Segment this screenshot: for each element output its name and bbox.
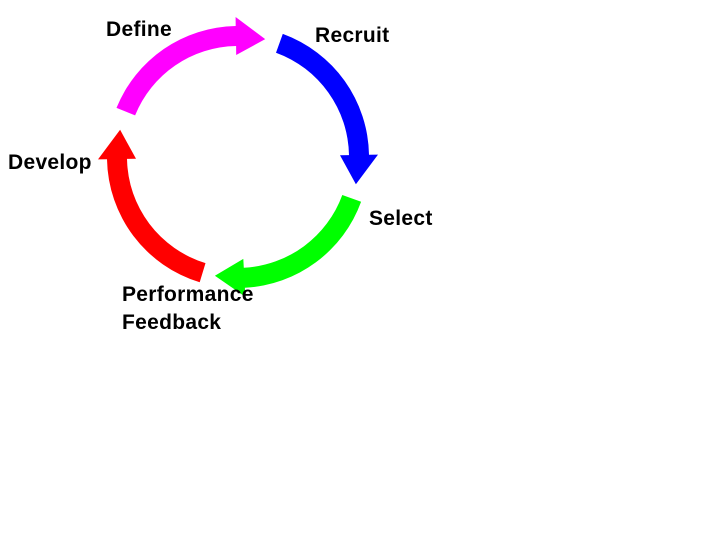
- arrow-feedback-to-develop: [98, 129, 206, 283]
- label-performance: Performance: [122, 283, 254, 306]
- label-performance-feedback: Performance Feedback: [122, 281, 254, 337]
- arrow-select-to-feedback: [214, 195, 362, 297]
- label-develop: Develop: [8, 151, 92, 174]
- label-define: Define: [106, 18, 172, 41]
- label-select: Select: [369, 207, 433, 230]
- arrow-define-to-recruit: [116, 17, 266, 116]
- label-recruit: Recruit: [315, 24, 390, 47]
- arrow-recruit-to-select: [276, 33, 378, 185]
- label-feedback: Feedback: [122, 311, 222, 334]
